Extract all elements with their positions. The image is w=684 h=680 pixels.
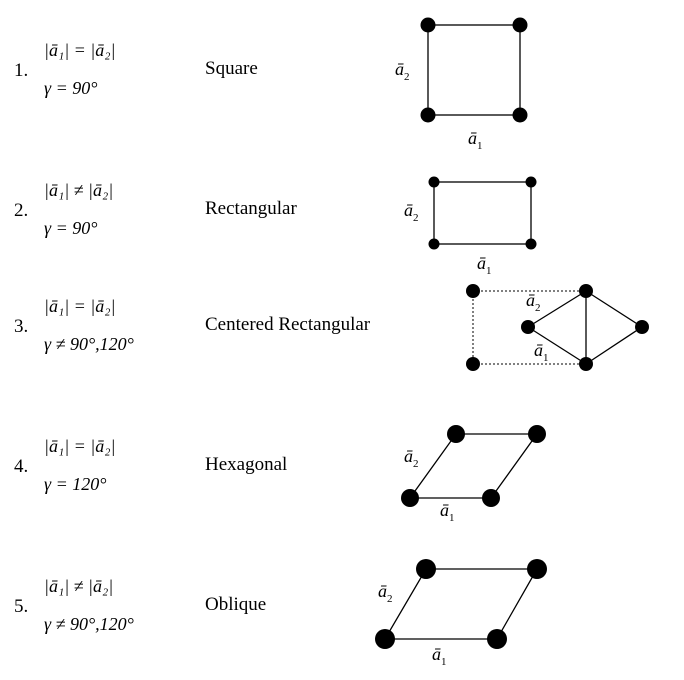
row-4-angle-condition: γ = 120° <box>44 474 107 494</box>
lattice-point <box>528 425 546 443</box>
oblique-lattice-points <box>375 559 547 649</box>
lattice-point <box>416 559 436 579</box>
row-3-length-condition: |ā₁| = |ā₂| <box>44 296 116 316</box>
row-3-angle-condition: γ ≠ 90°,120° <box>44 334 134 354</box>
lattice-point <box>579 357 593 371</box>
row-5-number: 5. <box>14 596 29 617</box>
lattice-point <box>466 357 480 371</box>
rectangular-lattice <box>433 181 532 245</box>
lattice-point <box>401 489 419 507</box>
row-1-lattice-name: Square <box>205 58 258 79</box>
rectangular-a2-label: ā2 <box>404 200 419 224</box>
row-2-number: 2. <box>14 200 29 221</box>
rectangular-a1-label: ā1 <box>477 253 492 277</box>
lattice-point <box>447 425 465 443</box>
row-5-lattice-name: Oblique <box>205 594 267 615</box>
rectangular-cell-outline <box>433 181 532 245</box>
lattice-point <box>527 559 547 579</box>
row-5-angle-condition: γ ≠ 90°,120° <box>44 614 134 634</box>
rectangular-lattice-points <box>428 176 537 250</box>
lattice-point <box>579 284 593 298</box>
lattice-point <box>487 629 507 649</box>
lattice-point <box>512 17 528 33</box>
hexagonal-cell-outline <box>408 433 539 499</box>
row-1-angle-condition: γ = 90° <box>44 78 98 98</box>
lattice-point <box>512 107 528 123</box>
oblique-a1-label: ā1 <box>432 644 447 668</box>
lattice-point <box>428 176 440 188</box>
oblique-lattice <box>383 568 539 640</box>
square-cell-outline <box>427 24 521 116</box>
hexagonal-lattice-points <box>401 425 546 507</box>
lattice-point <box>521 320 535 334</box>
square-lattice <box>427 24 521 116</box>
hexagonal-a2-label: ā2 <box>404 446 419 470</box>
lattice-point <box>420 17 436 33</box>
square-a2-label: ā2 <box>395 59 410 83</box>
row-4-number: 4. <box>14 456 29 477</box>
lattice-point <box>420 107 436 123</box>
row-1-number: 1. <box>14 60 29 81</box>
row-4-lattice-name: Hexagonal <box>205 454 288 475</box>
row-1-length-condition: |ā₁| = |ā₂| <box>44 40 116 60</box>
centered-rectangular-primitive-cell <box>527 290 643 365</box>
square-lattice-points <box>420 17 528 123</box>
oblique-a2-label: ā2 <box>378 581 393 605</box>
centered-rectangular-conventional-cell <box>472 290 586 365</box>
lattice-point <box>525 238 537 250</box>
oblique-cell-outline <box>383 568 539 640</box>
lattice-point <box>375 629 395 649</box>
row-3-number: 3. <box>14 316 29 337</box>
centered-rectangular-a2-label: ā2 <box>526 290 541 314</box>
centered-rectangular-lattice-points <box>466 284 649 371</box>
lattice-point <box>635 320 649 334</box>
row-5-length-condition: |ā₁| ≠ |ā₂| <box>44 576 114 596</box>
row-2-length-condition: |ā₁| ≠ |ā₂| <box>44 180 114 200</box>
row-2-lattice-name: Rectangular <box>205 198 297 219</box>
row-2-angle-condition: γ = 90° <box>44 218 98 238</box>
lattice-point <box>466 284 480 298</box>
lattice-point <box>428 238 440 250</box>
hexagonal-a1-label: ā1 <box>440 500 455 524</box>
row-4-length-condition: |ā₁| = |ā₂| <box>44 436 116 456</box>
centered-rectangular-a1-label: ā1 <box>534 340 549 364</box>
row-3-lattice-name: Centered Rectangular <box>205 314 371 335</box>
square-a1-label: ā1 <box>468 128 483 152</box>
lattice-point <box>482 489 500 507</box>
lattice-point <box>525 176 537 188</box>
hexagonal-lattice <box>408 433 539 499</box>
